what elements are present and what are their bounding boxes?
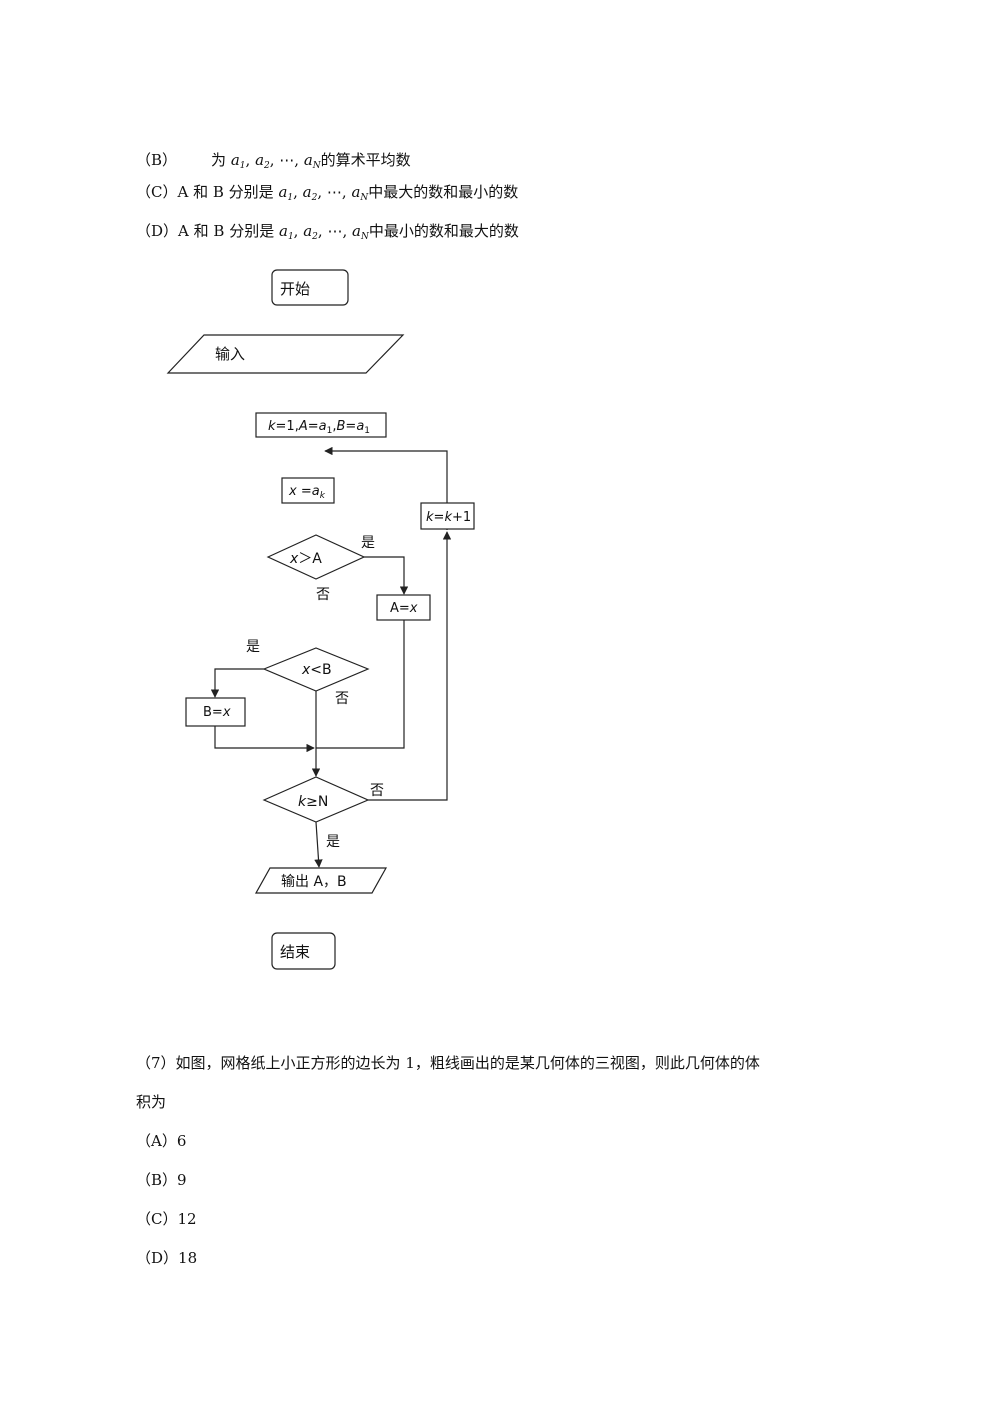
yes-arrow-a <box>364 556 409 595</box>
option-b-text: 为 <box>211 151 227 169</box>
set-a-label: A=x <box>390 601 418 616</box>
option-b-q6: （B）为 a1, a2, ⋯, aN的算术平均数 <box>136 151 411 171</box>
option-label: （C） <box>136 1210 178 1228</box>
cond-k-label: k≥N <box>298 794 328 810</box>
start-terminal <box>271 269 349 306</box>
decision-x-lt-b <box>262 647 370 692</box>
option-label: （B） <box>136 1171 178 1189</box>
merge-arrow-b <box>214 726 315 753</box>
input-box <box>166 334 405 374</box>
option-label: （D） <box>136 1249 179 1267</box>
option-label: （A） <box>136 1132 177 1150</box>
option-d-tail: 中最小的数和最大的数 <box>368 222 519 240</box>
assign-box <box>281 477 335 504</box>
yes-label-b: 是 <box>246 639 260 655</box>
option-c-q6: （C）A 和 B 分别是 a1, a2, ⋯, aN中最大的数和最小的数 <box>136 183 519 203</box>
option-c-label: （C） <box>136 183 178 201</box>
option-b-tail: 的算术平均数 <box>320 151 411 169</box>
output-label: 输出 A，B <box>281 874 347 890</box>
flowchart: 开始 输入 k=1,A=a1,B=a1 x =ak k=k+1 x＞A 是 否 … <box>166 269 475 970</box>
cond-a-label: x＞A <box>289 551 322 567</box>
no-label-k: 否 <box>370 783 384 799</box>
increment-box <box>420 502 475 530</box>
yes-label-a: 是 <box>361 535 375 551</box>
no-arrow-k <box>368 531 452 801</box>
yes-arrow-k <box>314 821 323 868</box>
start-label: 开始 <box>280 280 310 298</box>
end-label: 结束 <box>280 943 310 961</box>
option-b-label: （B） <box>136 151 178 169</box>
question7-option-a: （A）6 <box>136 1131 186 1151</box>
question7-option-c: （C）12 <box>136 1209 197 1229</box>
question7-option-b: （B）9 <box>136 1170 187 1190</box>
no-label-a: 否 <box>316 587 330 603</box>
option-value: 6 <box>176 1132 187 1150</box>
option-d-q6: （D）A 和 B 分别是 a1, a2, ⋯, aN中最小的数和最大的数 <box>136 222 519 242</box>
option-c-text: A 和 B 分别是 <box>177 183 274 201</box>
option-value: 12 <box>177 1210 197 1228</box>
cond-b-label: x<B <box>301 662 332 678</box>
init-box <box>255 412 387 438</box>
input-label: 输入 <box>215 345 245 363</box>
option-d-label: （D） <box>136 222 179 240</box>
option-value: 9 <box>177 1171 187 1189</box>
option-value: 18 <box>178 1249 198 1267</box>
output-box <box>254 867 388 894</box>
question7-stem-line1: （7）如图，网格纸上小正方形的边长为 1，粗线画出的是某几何体的三视图，则此几何… <box>136 1054 760 1072</box>
set-b-label: B=x <box>203 705 231 720</box>
set-b-box <box>185 697 246 727</box>
increment-label: k=k+1 <box>426 510 471 525</box>
option-d-text: A 和 B 分别是 <box>178 222 275 240</box>
end-terminal <box>271 932 336 970</box>
yes-label-k: 是 <box>326 834 340 850</box>
assign-label: x =ak <box>288 484 326 501</box>
set-a-box <box>376 594 431 621</box>
option-c-tail: 中最大的数和最小的数 <box>368 183 519 201</box>
no-label-b: 否 <box>335 691 349 707</box>
init-label: k=1,A=a1,B=a1 <box>268 419 370 436</box>
question7-option-d: （D）18 <box>136 1248 197 1268</box>
merge-line-a <box>316 620 405 749</box>
question7-stem-line2: 积为 <box>136 1093 167 1111</box>
yes-arrow-b <box>210 668 264 698</box>
